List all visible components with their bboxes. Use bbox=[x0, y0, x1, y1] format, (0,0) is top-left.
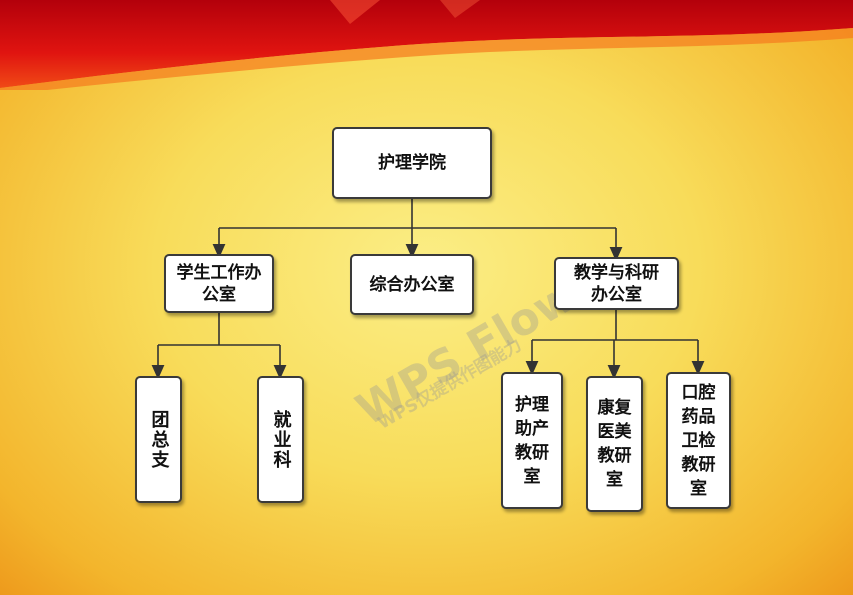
node-root-label: 护理学院 bbox=[378, 153, 446, 173]
node-league-branch-label: 团总支 bbox=[148, 409, 170, 470]
node-student-office[interactable]: 学生工作办公室 bbox=[164, 254, 274, 313]
node-rehab-beauty-label: 康复医美教研室 bbox=[597, 398, 632, 490]
node-general-office-label: 综合办公室 bbox=[369, 274, 455, 295]
node-oral-pharma-hygiene[interactable]: 口腔药品卫检教研室 bbox=[666, 372, 731, 509]
node-teaching-office[interactable]: 教学与科研办公室 bbox=[554, 257, 679, 310]
node-nursing-midwifery-label: 护理助产教研室 bbox=[515, 394, 549, 487]
node-general-office[interactable]: 综合办公室 bbox=[350, 254, 474, 315]
node-root[interactable]: 护理学院 bbox=[332, 127, 492, 199]
node-teaching-office-label: 教学与科研办公室 bbox=[574, 262, 659, 305]
node-league-branch[interactable]: 团总支 bbox=[135, 376, 182, 503]
node-rehab-beauty[interactable]: 康复医美教研室 bbox=[586, 376, 643, 512]
node-oral-pharma-hygiene-label: 口腔药品卫检教研室 bbox=[681, 382, 716, 499]
node-employment-label: 就业科 bbox=[270, 409, 292, 470]
red-banner bbox=[0, 0, 853, 90]
node-employment[interactable]: 就业科 bbox=[257, 376, 304, 503]
node-nursing-midwifery[interactable]: 护理助产教研室 bbox=[501, 372, 563, 509]
node-student-office-label: 学生工作办公室 bbox=[176, 262, 262, 305]
